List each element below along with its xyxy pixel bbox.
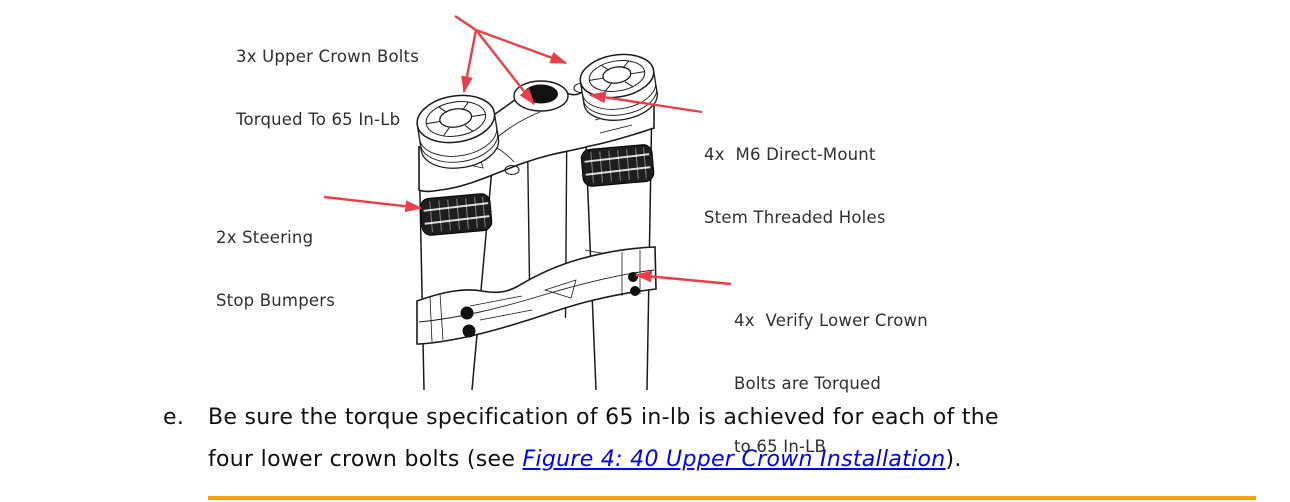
pinch-bolt <box>460 306 474 320</box>
callout-line: 4x Verify Lower Crown <box>734 311 928 330</box>
pinch-bolt <box>462 324 476 338</box>
callout-line: 3x Upper Crown Bolts <box>236 47 420 66</box>
steerer-tube <box>526 100 568 320</box>
callout-line: Bolts are Torqued <box>734 374 882 393</box>
step-item-e: e. Be sure the torque specification of 6… <box>163 397 999 481</box>
callout-upper-crown-bolts: 3x Upper Crown Bolts Torqued To 65 In-Lb <box>236 4 419 172</box>
arrow-stem-holes <box>588 91 703 114</box>
right-top-cap <box>579 53 658 121</box>
callout-line: Stop Bumpers <box>216 291 336 310</box>
arrow-upper-crown-bolt-right <box>475 28 568 65</box>
callout-line: Torqued To 65 In-Lb <box>236 110 401 129</box>
arrow-lower-crown-bolts <box>634 270 732 286</box>
upper-crown <box>418 80 655 193</box>
right-fork-leg <box>583 97 653 391</box>
step-line-2-after: ). <box>945 447 962 472</box>
callout-steering-bumpers: 2x Steering Stop Bumpers <box>216 185 335 353</box>
lower-crown-bolt <box>628 272 638 282</box>
callout-line: to 65 In-LB <box>734 437 827 456</box>
step-marker: e. <box>163 405 185 430</box>
steerer-bore <box>524 84 558 104</box>
callout-line: 2x Steering <box>216 228 314 247</box>
arrow-steering-bumpers <box>323 195 423 213</box>
step-line-2-before: four lower crown bolts (see <box>208 447 523 472</box>
steering-stop-bumper-left <box>419 193 493 236</box>
steering-stop-bumper-right <box>580 144 655 187</box>
step-text: Be sure the torque specification of 65 i… <box>208 397 999 481</box>
arrow-upper-crown-bolt-left <box>461 29 478 94</box>
lower-crown <box>416 246 657 345</box>
left-fork-leg <box>418 145 495 391</box>
step-line-1: Be sure the torque specification of 65 i… <box>208 405 999 430</box>
leader-upper-crown-bolts <box>454 15 477 31</box>
callout-line: Stem Threaded Holes <box>704 208 886 227</box>
step-line-2: four lower crown bolts (see Figure 4: 40… <box>208 439 999 481</box>
arrow-upper-crown-bolt-center <box>475 29 535 106</box>
figure-4-link[interactable]: Figure 4: 40 Upper Crown Installation <box>522 447 946 472</box>
callout-lower-crown-bolts: 4x Verify Lower Crown Bolts are Torqued … <box>734 268 928 499</box>
lower-crown-bolt <box>630 286 640 296</box>
left-top-cap <box>416 94 500 169</box>
callout-line: 4x M6 Direct-Mount <box>704 145 876 164</box>
note-divider <box>208 496 1256 500</box>
callout-stem-holes: 4x M6 Direct-Mount Stem Threaded Holes <box>704 102 886 270</box>
